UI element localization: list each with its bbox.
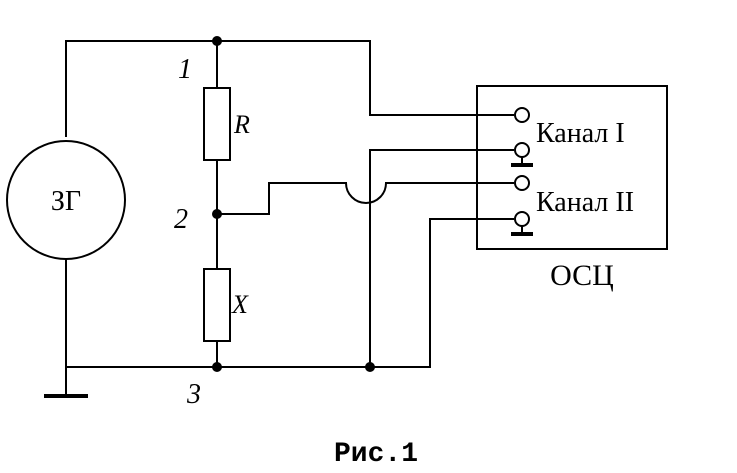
oscilloscope-label: ОСЦ [550,259,614,292]
channel-1-label: Канал I [536,118,625,149]
node-3-label: 3 [186,379,201,410]
node-1-label: 1 [178,54,192,85]
node-2-label: 2 [174,204,188,235]
resistor-r [203,87,231,161]
bottom-wire [66,218,514,368]
ch1-ground-wire [369,149,514,367]
ch2-signal-terminal [514,175,530,191]
ch2-ground-terminal [514,211,530,227]
generator-label: ЗГ [51,186,81,217]
ch1-ground-terminal [514,142,530,158]
resistor-r-label: R [233,110,250,139]
node-2-dot [212,209,222,219]
resistor-x [203,268,231,342]
ch1-signal-terminal [514,107,530,123]
oscilloscope-box [476,85,668,250]
node-3-dot [212,362,222,372]
resistor-x-label: X [231,290,249,319]
ch2-signal-wire [217,182,514,215]
node-1-dot [212,36,222,46]
junction-dot [365,362,375,372]
channel-2-label: Канал II [536,187,634,218]
top-wire [65,40,514,137]
figure-caption: Рис.1 [334,439,418,470]
